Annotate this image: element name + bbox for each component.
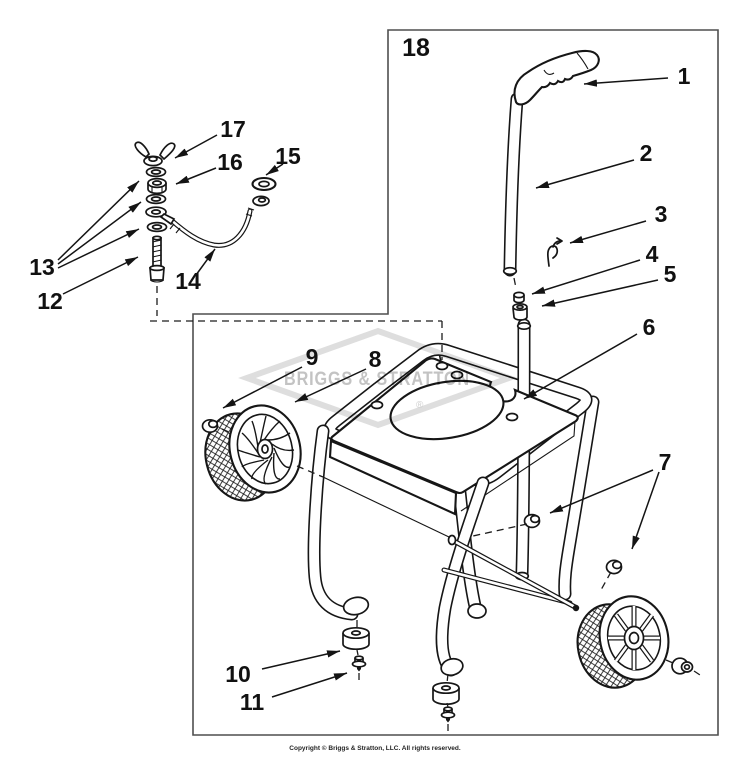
callout-3: 3: [655, 201, 668, 227]
handle-tube: [502, 92, 524, 277]
screw-left: [351, 655, 367, 672]
straight-spokes: [608, 606, 660, 670]
plate-front-apron: [328, 439, 458, 516]
axle-end-cap: [671, 657, 694, 675]
watermark-text: BRIGGS & STRATTON: [284, 369, 470, 390]
foot-right: [432, 681, 460, 706]
bolt-12: [149, 235, 165, 283]
callout-11: 11: [240, 689, 265, 715]
axle-and-brace: [322, 476, 580, 612]
figure-border: [192, 29, 719, 736]
top-plate: [328, 357, 579, 516]
callout-13: 13: [29, 254, 55, 280]
callout-12: 12: [37, 288, 63, 314]
watermark-diamond: [238, 327, 518, 429]
mounting-hole: [505, 412, 519, 422]
callout-2: 2: [640, 140, 653, 166]
callout-6: 6: [643, 314, 656, 340]
cart-front-legs: [307, 424, 490, 677]
callout-10: 10: [225, 661, 251, 687]
wing-nut-17: [134, 141, 176, 167]
left-skid-end: [342, 596, 370, 616]
washer-15: [251, 176, 277, 192]
alignment-dashes: [150, 277, 704, 733]
callout-labels: 1 2 3 4 5 6 7 8 9 10 11 12 13 14 15 16 1…: [29, 34, 690, 715]
turbine-spokes: [237, 415, 295, 485]
cap-4: [513, 291, 525, 304]
push-nut-7b: [523, 513, 541, 529]
cable-clip-3: [547, 237, 563, 267]
registered-mark: ®: [416, 400, 424, 411]
right-skid-end: [440, 657, 464, 677]
callout-arrows: [57, 77, 669, 698]
mounting-hole: [450, 370, 464, 380]
hex-nut-16: [147, 177, 167, 195]
brand-watermark: BRIGGS & STRATTON ®: [238, 327, 518, 429]
mounting-hole: [370, 400, 384, 410]
foot-left: [342, 626, 370, 651]
callout-4: 4: [646, 241, 659, 267]
callout-15: 15: [275, 143, 301, 169]
callout-7: 7: [659, 449, 672, 475]
ground-strap-14: [145, 195, 270, 248]
callout-8: 8: [369, 346, 382, 372]
copyright-text: Copyright © Briggs & Stratton, LLC. All …: [289, 744, 461, 752]
screw-right: [440, 706, 456, 723]
handle-grip: [513, 49, 600, 106]
callout-9: 9: [306, 344, 319, 370]
push-nut-7a: [605, 559, 623, 575]
right-wheel: [576, 595, 670, 689]
callout-5: 5: [664, 261, 677, 287]
callout-14: 14: [175, 268, 201, 294]
axle-boss-left: [467, 603, 487, 619]
mounting-hole: [435, 361, 449, 371]
bushing-5: [512, 302, 528, 321]
push-nut-9: [201, 418, 219, 434]
washer-stack-13: [145, 166, 168, 233]
callout-18: 18: [402, 34, 430, 62]
callout-1: 1: [678, 63, 691, 89]
callout-16: 16: [217, 149, 243, 175]
left-wheel: [204, 404, 302, 502]
callout-17: 17: [220, 116, 246, 142]
